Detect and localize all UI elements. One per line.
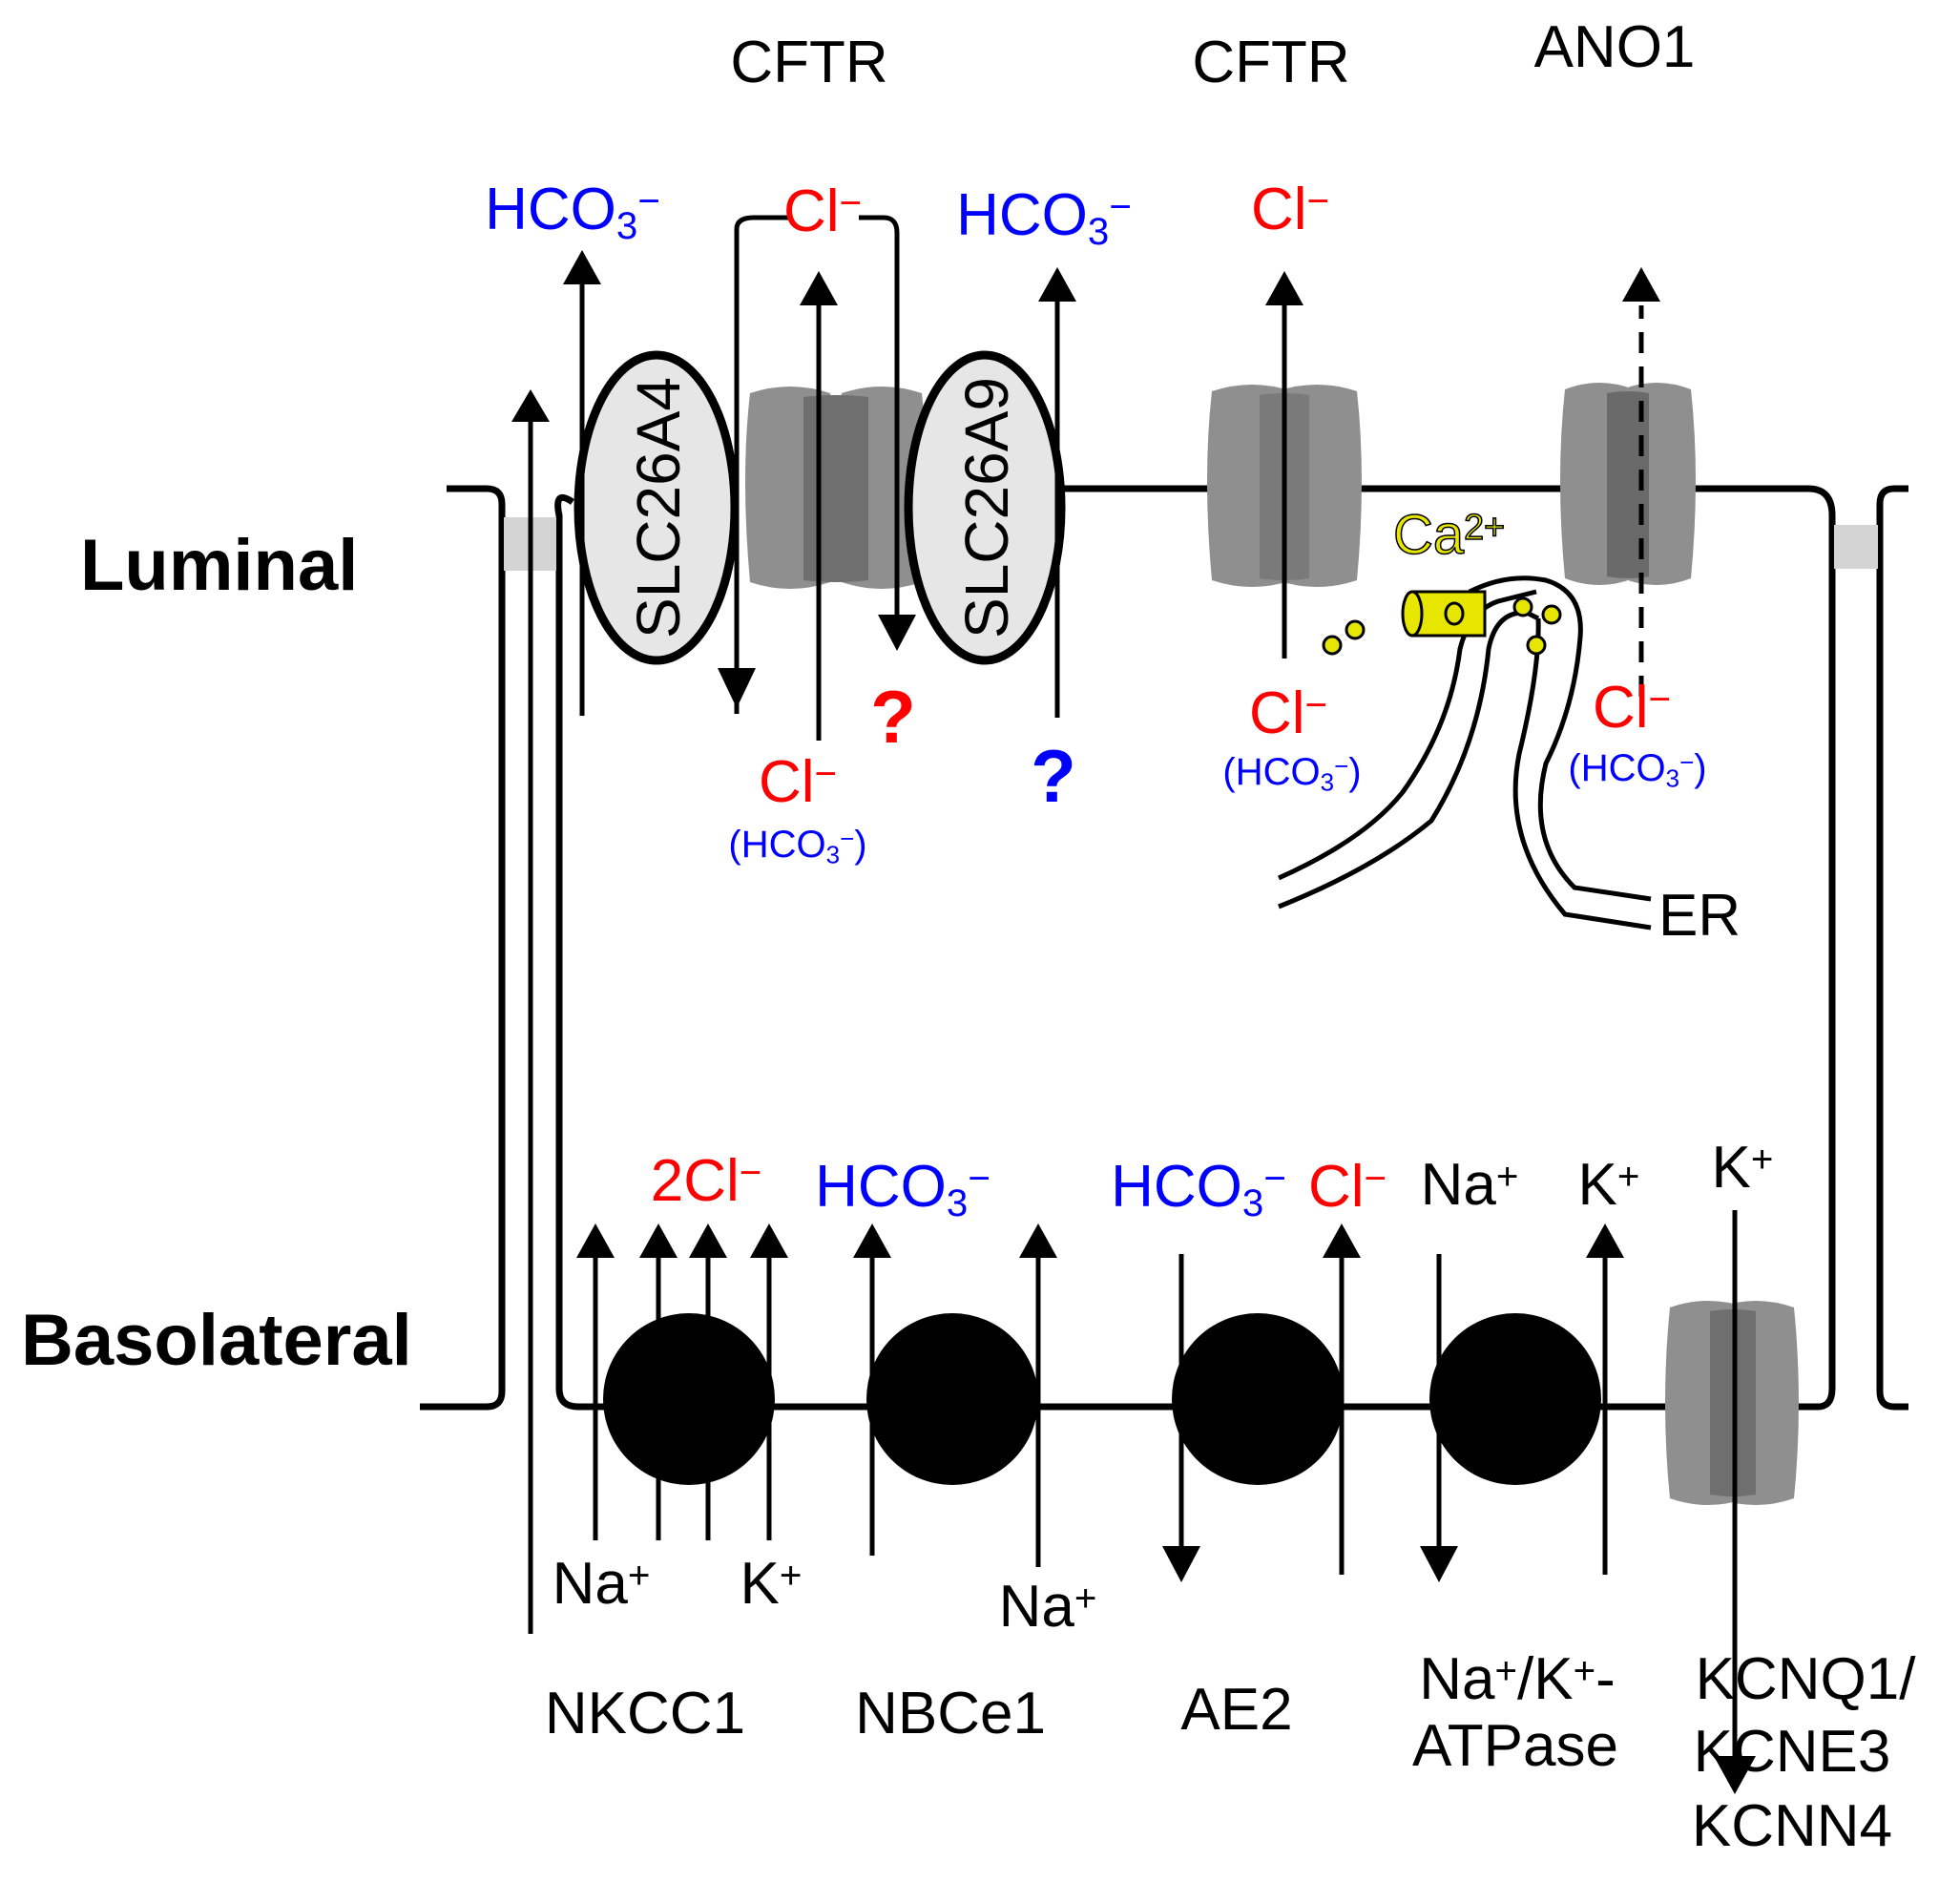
basolateral-arrowheads [576, 1223, 1756, 1794]
slc26a9-exchanger [904, 350, 1066, 665]
tight-junction-right [1834, 525, 1878, 569]
apical-arrowheads [563, 250, 1660, 708]
atpase-label-1: Na+​/K+​- [1419, 1646, 1616, 1712]
slc26a4-label: SLC26A4 [624, 377, 693, 638]
main-cell-membrane [554, 485, 1836, 1411]
na-nkcc1-label: Na+​ [553, 1551, 651, 1617]
endoplasmic-reticulum [1277, 575, 1652, 931]
paracellular-arrowhead [511, 389, 550, 422]
ano1-channel [1560, 383, 1696, 585]
nbce1-cotransporter [866, 1313, 1038, 1485]
hco3-ae2-label: HCO3−​ [1111, 1154, 1286, 1224]
two-cl-label: 2Cl−​ [651, 1148, 762, 1214]
na-nbce1-label: Na+​ [999, 1574, 1097, 1640]
apical-arrows [579, 215, 1644, 741]
cell-membranes [420, 485, 1908, 1411]
kcnq1-label: KCNQ1/ [1696, 1646, 1917, 1712]
calcium-ions [1322, 596, 1562, 656]
cl-cftr2-label: Cl−​ [1251, 177, 1329, 242]
ca-release-channel [1401, 590, 1487, 638]
nbce1-label: NBCe1 [855, 1681, 1046, 1746]
basolateral-arrows [593, 1210, 1738, 1769]
cl-loop-label: Cl−​ [783, 178, 862, 244]
calcium-label: Ca2+​ [1393, 504, 1505, 566]
ae2-label: AE2 [1180, 1677, 1292, 1743]
nkcc1-cotransporter [603, 1313, 775, 1485]
k-atpase-top-label: K+​ [1578, 1152, 1640, 1218]
left-neighbor-cell [420, 485, 506, 1411]
k-channel-top-label: K+​ [1712, 1135, 1774, 1201]
cl-in-ano1-label: Cl−​ [1593, 675, 1671, 741]
kcnn4-label: KCNN4 [1692, 1793, 1892, 1859]
right-neighbor-cell [1876, 485, 1908, 1411]
kcn-channel [1665, 1301, 1799, 1505]
ae2-exchanger [1172, 1313, 1344, 1485]
slc26a9-label: SLC26A9 [952, 377, 1021, 638]
hco3-slc26a9-label: HCO3−​ [956, 182, 1132, 253]
hco3-in-cftr2-label: (HCO3−​) [1222, 751, 1361, 797]
cl-ae2-label: Cl−​ [1308, 1154, 1387, 1220]
luminal-label: Luminal [80, 525, 358, 606]
kcne3-label: KCNE3 [1694, 1719, 1891, 1785]
k-nkcc1-label: K+​ [740, 1551, 803, 1617]
cftr-1-label: CFTR [730, 30, 887, 95]
question-blue: ? [1031, 734, 1076, 818]
hco3-slc26a4-label: HCO3−​ [485, 177, 660, 247]
atpase-label-2: ATPase [1412, 1713, 1618, 1779]
basolateral-label: Basolateral [21, 1300, 412, 1381]
question-red: ? [870, 675, 916, 759]
cl-in-cftr2-label: Cl−​ [1249, 680, 1327, 746]
hco3-in-cftr1-label: (HCO3−​) [728, 824, 866, 869]
cftr-2-label: CFTR [1192, 30, 1349, 95]
na-atpase-top-label: Na+​ [1421, 1152, 1519, 1218]
hco3-in-ano1-label: (HCO3−​) [1568, 747, 1706, 793]
er-label: ER [1658, 883, 1741, 949]
cl-in-cftr1-label: Cl−​ [759, 749, 837, 815]
nkcc1-label: NKCC1 [545, 1681, 745, 1746]
na-k-atpase-pump [1429, 1313, 1601, 1485]
hco3-nbce1-label: HCO3−​ [815, 1154, 990, 1224]
ano1-label: ANO1 [1534, 14, 1696, 80]
